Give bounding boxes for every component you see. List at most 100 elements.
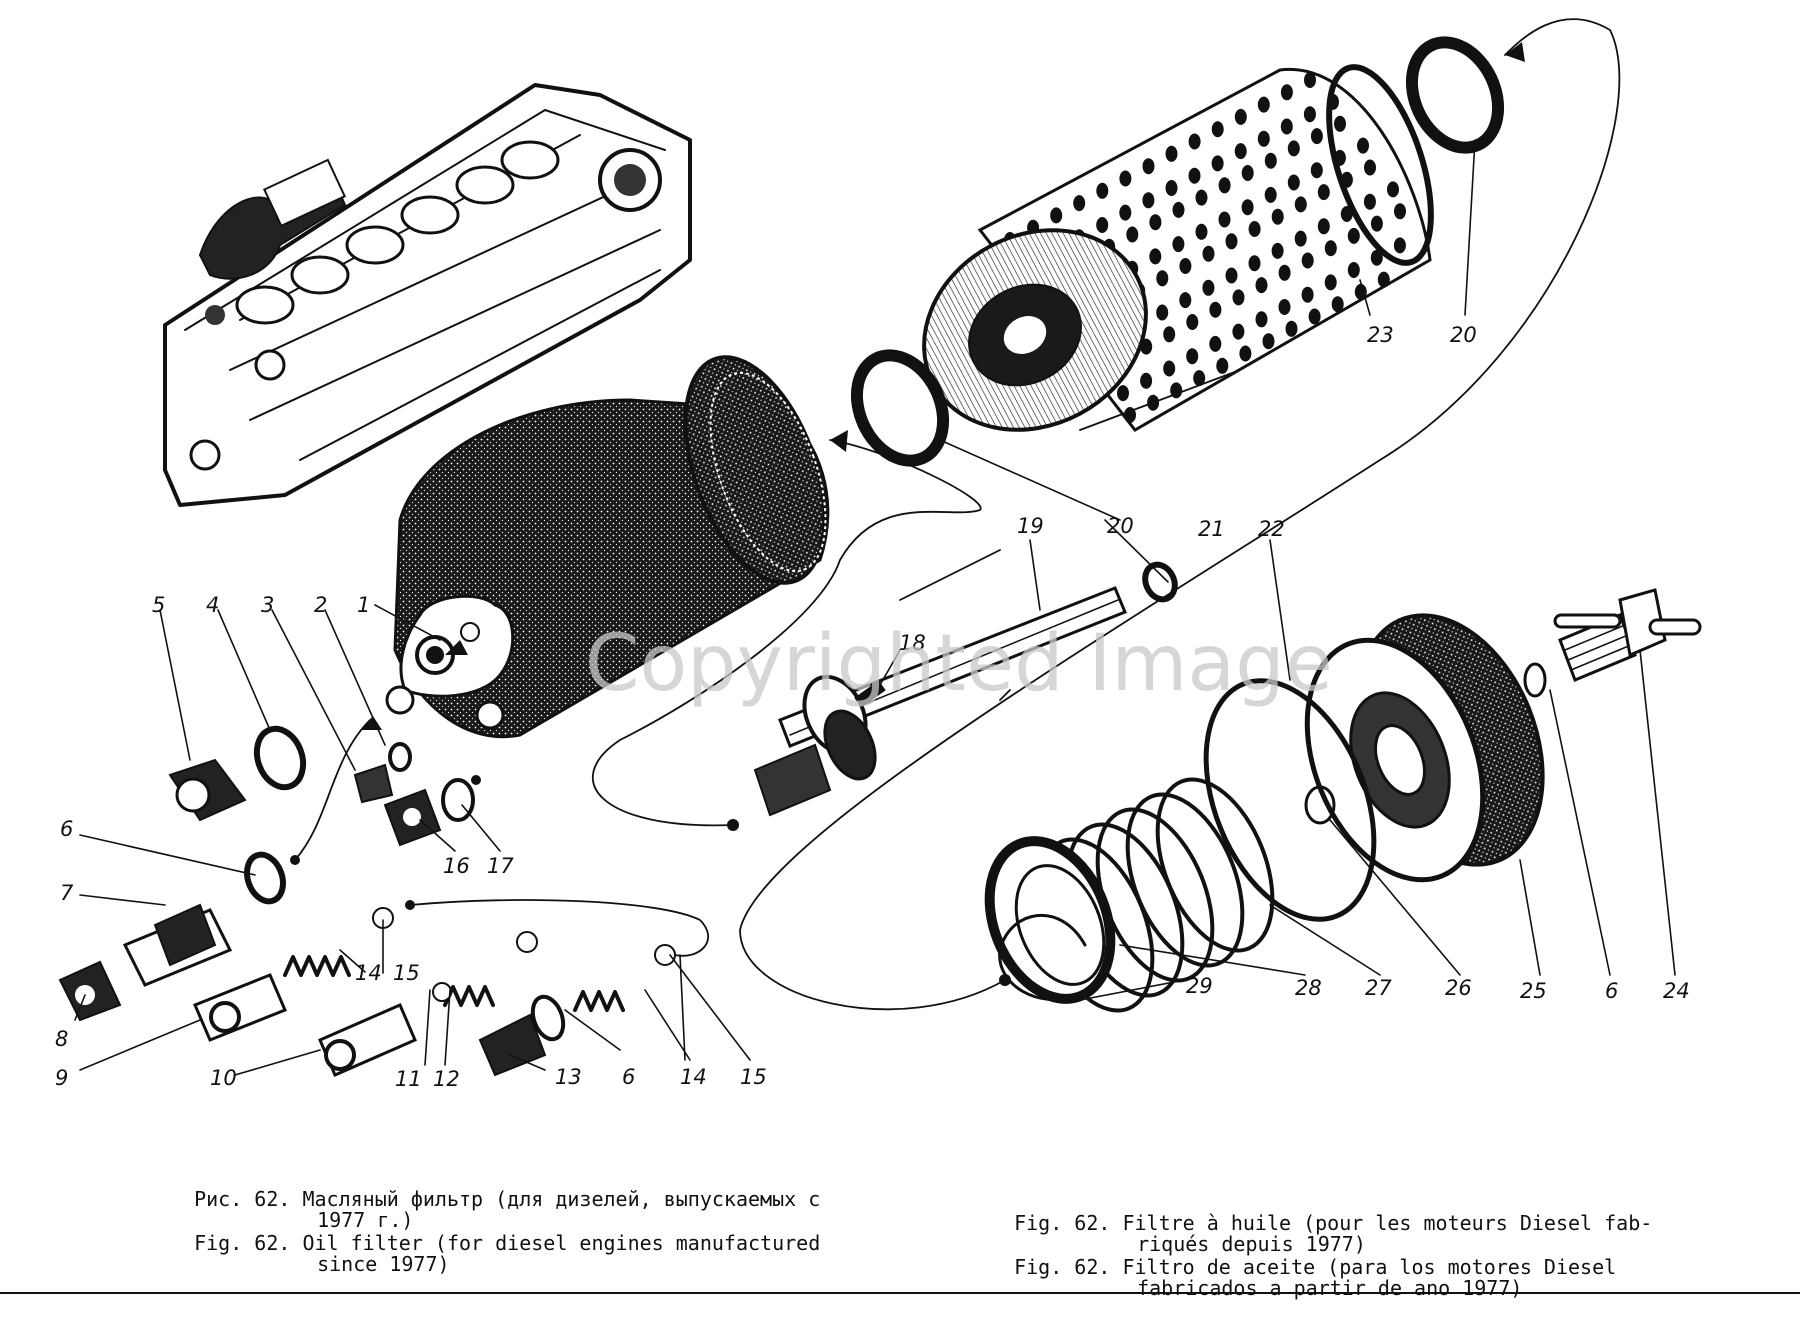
filter-element-illustration [922, 64, 1434, 432]
perforation-hole [1333, 149, 1346, 166]
perforation-hole [1232, 323, 1245, 340]
perforation-hole [1340, 171, 1353, 188]
perforation-hole [1225, 233, 1238, 250]
perforation-hole [1377, 271, 1390, 288]
relief-valve-illustration [1553, 588, 1702, 682]
perforation-hole [1280, 84, 1293, 101]
perforation-hole [1186, 314, 1199, 330]
perforation-hole [1324, 274, 1337, 291]
perforation-hole [1163, 326, 1176, 343]
perforation-hole [1202, 279, 1215, 296]
perforation-hole [1149, 248, 1162, 265]
perforation-hole [1140, 372, 1153, 389]
caption-fr-line2: riqués depuis 1977) [1137, 1232, 1366, 1256]
perforation-hole [1241, 199, 1254, 216]
central-shaft-illustration [753, 561, 1178, 817]
callout-8: 8 [55, 1027, 68, 1051]
perforation-hole [1347, 262, 1360, 278]
perforation-hole [1186, 348, 1199, 365]
callout-20-upper: 20 [1450, 323, 1477, 347]
perforation-hole [1248, 221, 1261, 237]
perforation-hole [1280, 118, 1293, 135]
perforation-hole [1387, 181, 1399, 198]
caption-en-line2: since 1977) [317, 1252, 450, 1276]
callout-18: 18 [899, 631, 926, 655]
perforation-hole [1142, 158, 1155, 175]
engine-block-illustration [163, 83, 692, 507]
caption-ru: Рис. 62. Масляный фильтр (для дизелей, в… [170, 1168, 820, 1210]
callout-25: 25 [1520, 979, 1547, 1003]
callout-24: 24 [1663, 979, 1690, 1003]
perforation-hole [1202, 245, 1215, 262]
perforation-hole [1393, 237, 1406, 254]
perforation-hole [1142, 192, 1155, 209]
small-parts-illustration [58, 725, 676, 1077]
perforation-hole [1096, 182, 1109, 199]
caption-es-line2: fabricados a partir de ano 1977) [1137, 1276, 1523, 1300]
perforation-hole [1255, 311, 1268, 328]
caption-ru-label: Рис. 62. [194, 1187, 291, 1211]
callout-22: 22 [1258, 517, 1285, 541]
perforation-hole [1262, 333, 1275, 350]
callout-13: 13 [555, 1065, 582, 1089]
callout-11: 11 [395, 1067, 422, 1091]
perforation-hole [1232, 289, 1245, 306]
perforation-hole [1188, 133, 1201, 150]
callout-5: 5 [152, 593, 165, 617]
perforation-hole [1179, 292, 1192, 309]
perforation-hole [1234, 108, 1247, 125]
callout-10: 10 [210, 1066, 237, 1090]
callout-16: 16 [443, 854, 470, 878]
perforation-hole [1331, 296, 1344, 313]
caption-es-line1: Filtro de aceite (para los motores Diese… [1122, 1255, 1617, 1279]
perforation-hole [1310, 162, 1323, 179]
callout-6-left: 6 [60, 817, 73, 841]
perforation-hole [1370, 249, 1383, 266]
copyright-watermark: Copyrighted Image [585, 619, 1333, 709]
perforation-hole [1394, 203, 1406, 220]
callout-6-right: 6 [1605, 979, 1618, 1003]
perforation-hole [1172, 236, 1185, 253]
perforation-hole [1193, 370, 1206, 387]
callout-14-upper: 14 [355, 961, 382, 985]
perforation-hole [1317, 218, 1330, 235]
perforation-hole [1209, 301, 1222, 318]
perforation-hole [1347, 227, 1360, 244]
perforation-hole [1327, 93, 1339, 110]
perforation-hole [1179, 258, 1192, 274]
callout-29: 29 [1186, 974, 1213, 998]
callout-17: 17 [487, 854, 514, 878]
perforation-hole [1357, 137, 1369, 154]
perforation-hole [1241, 165, 1254, 181]
perforation-hole [1255, 277, 1268, 294]
caption-es-label: Fig. 62. [1014, 1255, 1111, 1279]
caption-en-line1: Oil filter (for diesel engines manufactu… [302, 1231, 821, 1255]
perforation-hole [1324, 240, 1337, 257]
perforation-hole [1195, 223, 1208, 240]
perforation-hole [1149, 214, 1162, 231]
caption-es: Fig. 62. Filtro de aceite (para los moto… [990, 1236, 1616, 1278]
callout-12: 12 [433, 1067, 460, 1091]
perforation-hole [1294, 196, 1307, 213]
callout-28: 28 [1295, 976, 1322, 1000]
callout-15-lower: 15 [740, 1065, 767, 1089]
perforation-hole [1165, 180, 1178, 196]
perforation-hole [1308, 308, 1321, 325]
callout-14-lower: 14 [680, 1065, 707, 1089]
perforation-hole [1119, 204, 1132, 221]
callout-7: 7 [60, 881, 74, 905]
caption-ru-line1: Масляный фильтр (для дизелей, выпускаемы… [302, 1187, 821, 1211]
perforation-hole [1117, 385, 1129, 402]
perforation-hole [1050, 207, 1063, 224]
perforation-hole [1239, 345, 1252, 362]
bottom-rule [0, 1292, 1800, 1294]
perforation-hole [1126, 226, 1139, 243]
callout-26: 26 [1445, 976, 1472, 1000]
perforation-hole [1211, 121, 1224, 138]
perforation-hole [1211, 155, 1224, 172]
caption-fr: Fig. 62. Filtre à huile (pour les moteur… [990, 1192, 1652, 1234]
perforation-hole [1195, 189, 1208, 206]
perforation-hole [1073, 195, 1086, 212]
perforation-hole [1209, 335, 1222, 352]
